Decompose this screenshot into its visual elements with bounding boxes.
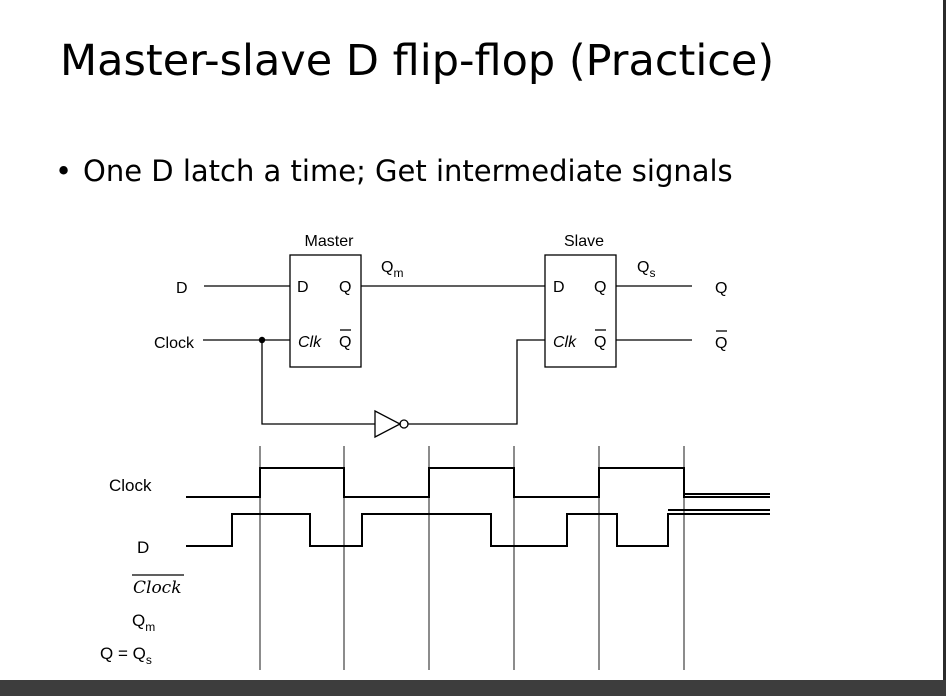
master-pin-qbar: Q — [339, 334, 351, 351]
timing-label-clock: Clock — [109, 476, 152, 495]
slave-pin-qbar: Q — [594, 334, 606, 351]
output-q-label: Q — [715, 280, 727, 297]
master-pin-d: D — [297, 279, 309, 296]
wire-inverter-to-slave-clk — [408, 339, 545, 425]
master-pin-q: Q — [339, 279, 351, 296]
diagram: Master D Q Clk Q Slave D Q Clk Q D Clock… — [100, 233, 770, 670]
input-d-label: D — [176, 280, 188, 297]
qm-label-sub: m — [393, 266, 403, 280]
slave-latch-box — [544, 254, 617, 368]
bullet-text: One D latch a time; Get intermediate sig… — [83, 154, 733, 188]
timing-label-qm: Qm — [132, 611, 155, 634]
qs-label-base: Q — [637, 259, 649, 276]
d-waveform — [186, 513, 770, 547]
timing-label-qm-sub: m — [145, 620, 155, 634]
input-clock-label: Clock — [154, 335, 195, 352]
bullet-point: • One D latch a time; Get intermediate si… — [55, 154, 733, 188]
timing-label-qm-base: Q — [132, 611, 145, 630]
clock-waveform — [186, 467, 770, 498]
slide-title: Master-slave D flip-flop (Practice) — [60, 36, 775, 86]
slave-pin-clk: Clk — [553, 334, 577, 351]
slave-pin-d: D — [553, 279, 565, 296]
qs-label: Qs — [637, 259, 655, 280]
master-pin-clk: Clk — [298, 334, 322, 351]
master-latch-box — [289, 254, 362, 368]
timing-label-q-eq-sub: s — [146, 653, 152, 667]
qm-label-base: Q — [381, 259, 393, 276]
timing-label-q-eq-base: Q = Q — [100, 644, 146, 663]
output-qbar-label: Q — [715, 335, 727, 352]
wire-clock-to-inverter — [261, 340, 375, 425]
circuit-diagram: Master D Q Clk Q Slave D Q Clk Q D Clock… — [154, 233, 727, 439]
timing-diagram: Clock D Clock Qm Q = Qs — [100, 446, 770, 670]
slide — [0, 0, 946, 680]
inverter-icon — [374, 409, 402, 439]
slave-label: Slave — [564, 233, 604, 250]
slave-pin-q: Q — [594, 279, 606, 296]
qs-label-sub: s — [649, 266, 655, 280]
timing-label-d: D — [137, 538, 149, 557]
bottom-bar — [0, 680, 946, 696]
timing-label-q-eq-qs: Q = Qs — [100, 644, 152, 667]
qm-label: Qm — [381, 259, 403, 280]
timing-label-clock-bar: Clock — [133, 578, 182, 598]
window-edge — [943, 0, 946, 680]
master-label: Master — [305, 233, 355, 250]
bullet-dot-icon: • — [55, 154, 73, 188]
